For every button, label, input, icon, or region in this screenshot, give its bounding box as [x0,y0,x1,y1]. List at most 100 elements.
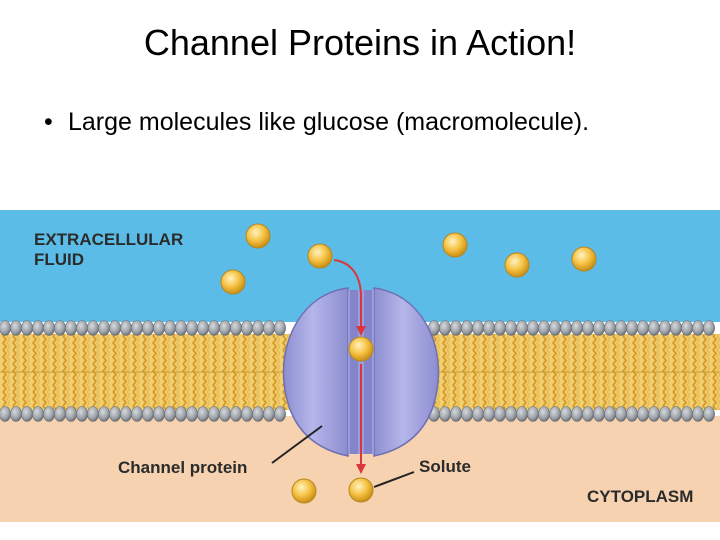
phospholipid-head [175,406,187,422]
solute-leader [373,471,415,488]
phospholipid-head [604,320,616,336]
phospholipid-head [0,320,11,336]
phospholipid-head [681,320,693,336]
phospholipid-head [98,320,110,336]
phospholipid-head [549,406,561,422]
phospholipid-head [593,320,605,336]
phospholipid-head [494,320,506,336]
phospholipid-head [153,320,165,336]
phospholipid-head [538,406,550,422]
transport-arrow-in [333,259,366,336]
phospholipid-head [637,320,649,336]
phospholipid-head [230,406,242,422]
phospholipid-head [604,406,616,422]
label-extracellular-fluid: EXTRACELLULAR FLUID [34,230,184,269]
phospholipid-head [274,406,286,422]
solute-molecule [348,477,374,503]
phospholipid-head [175,320,187,336]
phospholipid-head [131,406,143,422]
phospholipid-head [560,320,572,336]
phospholipid-head [54,406,66,422]
phospholipid-head [43,406,55,422]
solute-molecule [220,269,246,295]
phospholipid-head [208,406,220,422]
channel-protein [282,287,440,457]
solute-molecule [442,232,468,258]
label-channel-protein: Channel protein [118,458,248,477]
phospholipid-head [32,320,44,336]
phospholipid-head [109,320,121,336]
phospholipid-head [241,320,253,336]
phospholipid-head [54,320,66,336]
phospholipid-head [659,406,671,422]
phospholipid-head [549,320,561,336]
phospholipid-head [615,320,627,336]
channel-protein-leader [271,425,323,464]
solute-molecule [571,246,597,272]
label-cytoplasm: CYTOPLASM [587,487,694,506]
phospholipid-head [516,320,528,336]
phospholipid-head [219,406,231,422]
phospholipid-head [65,406,77,422]
phospholipid-head [142,406,154,422]
phospholipid-head [703,406,715,422]
phospholipid-head [76,320,88,336]
phospholipid-head [153,406,165,422]
phospholipid-heads [0,320,715,422]
phospholipid-head [10,406,22,422]
bullet-text: Large molecules like glucose (macromolec… [68,108,590,136]
phospholipid-head [76,406,88,422]
phospholipid-head [164,406,176,422]
phospholipid-head [87,406,99,422]
phospholipid-head [10,320,22,336]
phospholipid-head [274,320,286,336]
phospholipid-head [670,320,682,336]
phospholipid-head [483,406,495,422]
phospholipid-head [626,406,638,422]
phospholipid-head [571,406,583,422]
phospholipid-head [527,320,539,336]
phospholipid-head [461,320,473,336]
phospholipid-head [516,406,528,422]
phospholipid-head [230,320,242,336]
phospholipid-head [681,406,693,422]
label-solute: Solute [419,457,471,476]
phospholipid-head [219,320,231,336]
phospholipid-head [21,406,33,422]
phospholipid-head [21,320,33,336]
solute-molecule [245,223,271,249]
phospholipid-head [208,320,220,336]
solute-in-channel [348,336,374,362]
phospholipid-head [461,406,473,422]
phospholipid-head [659,320,671,336]
phospholipid-head [65,320,77,336]
phospholipid-head [252,406,264,422]
phospholipid-head [164,320,176,336]
phospholipid-head [670,406,682,422]
phospholipid-head [626,320,638,336]
phospholipid-head [0,406,11,422]
phospholipid-head [120,320,132,336]
phospholipid-head [538,320,550,336]
phospholipid-head [241,406,253,422]
phospholipid-head [637,406,649,422]
phospholipid-head [648,320,660,336]
phospholipid-head [560,406,572,422]
phospholipid-head [120,406,132,422]
phospholipid-head [186,406,198,422]
phospholipid-head [263,320,275,336]
slide-title: Channel Proteins in Action! [143,22,577,63]
membrane-diagram [0,210,720,522]
phospholipid-head [582,406,594,422]
phospholipid-head [439,406,451,422]
phospholipid-head [692,320,704,336]
bullet-item: •Large molecules like glucose (macromole… [44,108,589,137]
phospholipid-head [197,320,209,336]
phospholipid-head [43,320,55,336]
phospholipid-head [450,406,462,422]
phospholipid-head [109,406,121,422]
membrane-figure: EXTRACELLULAR FLUID Channel protein Solu… [0,210,720,522]
phospholipid-head [505,320,517,336]
phospholipid-head [615,406,627,422]
phospholipid-head [483,320,495,336]
